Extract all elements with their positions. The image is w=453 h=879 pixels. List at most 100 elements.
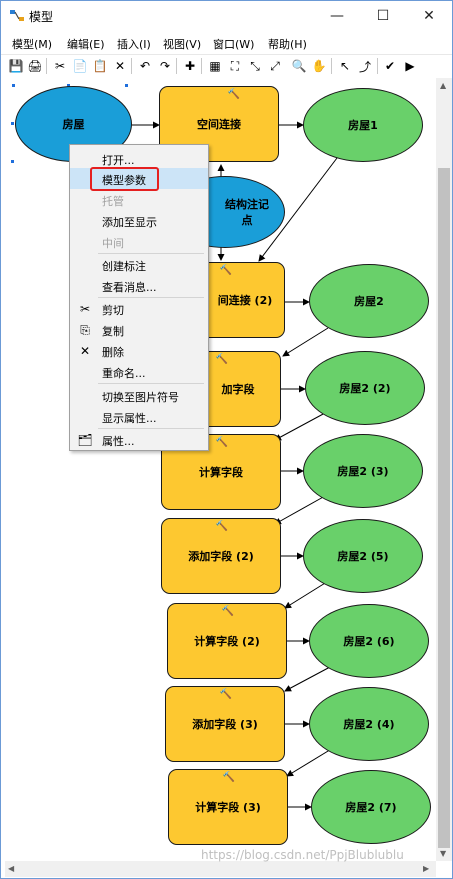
hammer-icon: 🔨: [215, 437, 228, 448]
vertical-scroll-thumb[interactable]: [438, 168, 450, 848]
zoom-icon[interactable]: 🔍: [291, 59, 307, 73]
menu-help[interactable]: 帮助(H): [268, 38, 307, 51]
zoom-in-fixed-icon[interactable]: ⤡: [250, 58, 260, 73]
highlight-red-box: [90, 167, 159, 191]
toolbar-separator: [331, 58, 332, 74]
node-label: 空间连接: [197, 118, 241, 131]
data-node-house2-2[interactable]: 房屋2 (2): [305, 351, 425, 425]
print-icon[interactable]: 🖨: [27, 59, 43, 73]
window-title: 模型: [29, 10, 54, 24]
node-label: 房屋2: [354, 295, 384, 308]
select-icon[interactable]: ↖: [339, 59, 351, 73]
menu-insert[interactable]: 插入(I): [117, 38, 151, 51]
node-label: 房屋2 (3): [337, 465, 389, 478]
data-node-house2[interactable]: 房屋2: [309, 264, 429, 338]
scroll-left-arrow-icon[interactable]: ◀: [8, 864, 15, 873]
minimize-button[interactable]: —: [330, 8, 344, 24]
selection-handle[interactable]: [12, 84, 15, 87]
ctx-copy[interactable]: ⎘ 复制: [70, 319, 208, 340]
copy-icon: ⎘: [80, 322, 90, 337]
node-label: 加字段: [221, 383, 255, 396]
tool-node-calc-field-3[interactable]: 🔨 计算字段 (3): [168, 769, 288, 845]
scroll-down-arrow-icon[interactable]: ▼: [440, 849, 447, 858]
close-button[interactable]: ✕: [423, 8, 435, 24]
toolbar-separator: [46, 58, 47, 74]
scroll-up-arrow-icon[interactable]: ▲: [440, 81, 447, 90]
node-label: 房屋2 (7): [345, 801, 397, 814]
tool-node-add-field-2[interactable]: 🔨 添加字段 (2): [161, 518, 281, 594]
ctx-add-to-display[interactable]: 添加至显示: [102, 216, 157, 229]
full-extent-icon[interactable]: ⛶: [230, 58, 240, 73]
data-node-house2-4[interactable]: 房屋2 (4): [309, 687, 429, 761]
redo-icon[interactable]: ↷: [159, 59, 171, 73]
toolbar: 💾 🖨 ✂ 📄 📋 ✕ ↶ ↷ ✚ ▦ ⛶ ⤡ ⤢ 🔍 ✋ ↖ ⤴ ✔ ▶: [1, 54, 452, 77]
auto-layout-icon[interactable]: ▦: [209, 59, 221, 73]
undo-icon[interactable]: ↶: [139, 59, 151, 73]
menu-model[interactable]: 模型(M): [12, 38, 53, 51]
selection-handle[interactable]: [67, 84, 70, 87]
node-label: 房屋2 (4): [343, 718, 395, 731]
data-node-house2-3[interactable]: 房屋2 (3): [303, 434, 423, 508]
ctx-properties[interactable]: 🗂 属性...: [77, 433, 135, 448]
toolbar-separator: [176, 58, 177, 74]
node-label: 计算字段 (2): [194, 635, 260, 648]
vertical-scrollbar[interactable]: ▲ ▼: [436, 78, 452, 861]
add-data-icon[interactable]: ✚: [184, 59, 196, 73]
ctx-model-parameters[interactable]: 模型参数: [70, 168, 208, 189]
data-node-house2-6[interactable]: 房屋2 (6): [309, 604, 429, 678]
validate-icon[interactable]: ✔: [384, 59, 396, 73]
ctx-view-messages[interactable]: 查看消息...: [102, 281, 157, 294]
watermark: https://blog.csdn.net/PpjBlublublu: [201, 848, 404, 862]
data-node-house2-5[interactable]: 房屋2 (5): [303, 519, 423, 593]
toolbar-separator: [201, 58, 202, 74]
tool-node-calc-field-2[interactable]: 🔨 计算字段 (2): [167, 603, 287, 679]
context-menu: 打开... 模型参数 托管 添加至显示 中间 创建标注 查看消息... ✂ 剪切…: [69, 144, 209, 451]
menu-separator: [98, 428, 204, 429]
ctx-cut[interactable]: ✂ 剪切: [70, 298, 208, 319]
node-label: 房屋: [62, 118, 85, 131]
zoom-out-fixed-icon[interactable]: ⤢: [270, 58, 280, 73]
node-label: 添加字段 (3): [192, 718, 258, 731]
ctx-managed: 托管: [102, 195, 124, 208]
horizontal-scrollbar[interactable]: ◀ ▶: [5, 861, 436, 877]
data-node-house2-7[interactable]: 房屋2 (7): [311, 770, 431, 844]
hammer-icon: 🔨: [219, 265, 232, 276]
scroll-right-arrow-icon[interactable]: ▶: [423, 864, 430, 873]
menu-separator: [98, 297, 204, 298]
copy-icon[interactable]: 📄: [72, 59, 88, 73]
menu-separator: [98, 253, 204, 254]
run-icon[interactable]: ▶: [405, 59, 415, 73]
paste-icon[interactable]: 📋: [92, 59, 108, 73]
node-label: 计算字段: [199, 466, 243, 479]
selection-handle[interactable]: [11, 160, 14, 163]
node-label: 房屋2 (5): [337, 550, 389, 563]
ctx-delete[interactable]: ✕ 删除: [70, 340, 208, 361]
menu-window[interactable]: 窗口(W): [213, 38, 255, 51]
selection-handle[interactable]: [11, 122, 14, 125]
node-label: 房屋2 (2): [339, 382, 391, 395]
save-icon[interactable]: 💾: [8, 59, 24, 73]
node-label: 房屋2 (6): [343, 635, 395, 648]
hammer-icon: 🔨: [219, 689, 232, 700]
menu-edit[interactable]: 编辑(E): [67, 38, 105, 51]
node-label: 添加字段 (2): [188, 550, 254, 563]
ctx-create-label[interactable]: 创建标注: [102, 260, 146, 273]
tool-node-add-field-3[interactable]: 🔨 添加字段 (3): [165, 686, 285, 762]
ctx-rename[interactable]: 重命名...: [102, 367, 146, 380]
pan-icon[interactable]: ✋: [311, 59, 327, 73]
maximize-button[interactable]: ☐: [376, 8, 390, 24]
menu-view[interactable]: 视图(V): [163, 38, 202, 51]
delete-icon[interactable]: ✕: [114, 59, 126, 73]
ctx-toggle-image-symbol[interactable]: 切换至图片符号: [102, 391, 179, 404]
ctx-display-properties[interactable]: 显示属性...: [102, 412, 157, 425]
ctx-open[interactable]: 打开...: [102, 154, 135, 167]
cut-icon[interactable]: ✂: [54, 59, 66, 73]
connect-icon[interactable]: ⤴: [358, 59, 371, 74]
selection-handle[interactable]: [125, 84, 128, 87]
toolbar-separator: [377, 58, 378, 74]
data-node-house1[interactable]: 房屋1: [303, 88, 423, 162]
node-label: 计算字段 (3): [195, 801, 261, 814]
delete-icon: ✕: [79, 344, 91, 358]
properties-icon: 🗂: [77, 433, 93, 447]
